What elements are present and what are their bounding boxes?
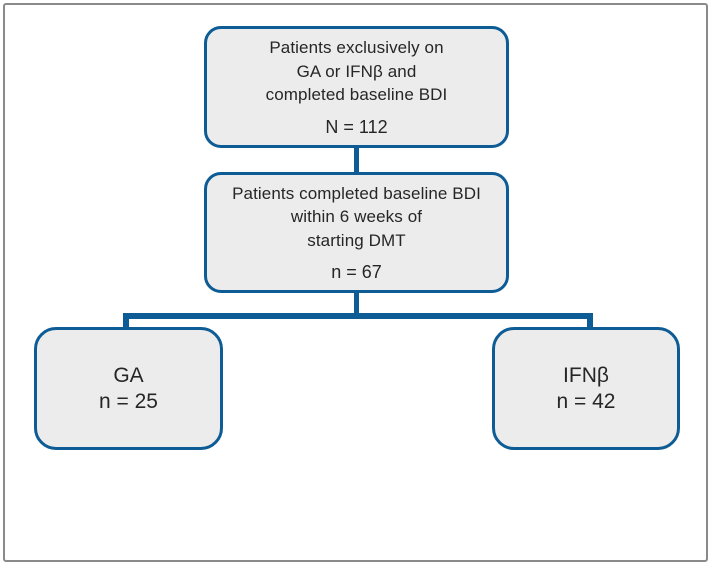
node-text-line: within 6 weeks of [290,207,423,227]
branch-drop-right [587,313,593,330]
connector-top-to-middle [354,146,359,174]
node-ifnb-group: IFNβ n = 42 [492,327,680,450]
node-count: n = 42 [556,389,616,413]
node-text-line: starting DMT [307,230,406,250]
branch-horizontal-bar [123,313,593,319]
connector-middle-to-branch [354,291,359,315]
node-text-line: completed baseline BDI [265,85,448,105]
node-label: IFNβ [563,363,609,387]
node-completed-within-6-weeks: Patients completed baseline BDI within 6… [204,172,509,293]
node-count: N = 112 [325,116,388,137]
node-label: GA [113,363,144,387]
node-text-line: GA or IFNβ and [296,61,417,81]
node-eligible-patients: Patients exclusively on GA or IFNβ and c… [204,26,509,148]
node-count: n = 67 [331,262,382,283]
node-text-line: Patients exclusively on [269,38,444,58]
node-ga-group: GA n = 25 [34,327,223,450]
branch-drop-left [123,313,129,330]
node-count: n = 25 [99,389,158,413]
node-text-line: Patients completed baseline BDI [232,183,481,203]
